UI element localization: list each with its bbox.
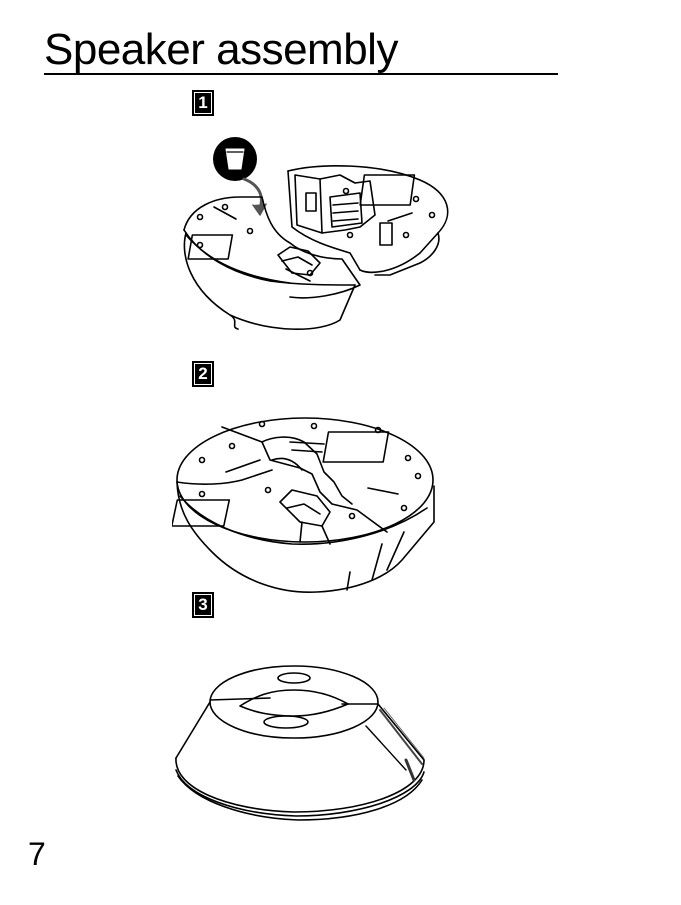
step-3-badge: 3 [192, 592, 214, 618]
title-underline [44, 73, 558, 75]
speaker-assembled-illustration [166, 660, 436, 830]
speaker-base-joined-illustration [172, 412, 442, 602]
step-1-badge: 1 [192, 90, 214, 116]
step-2-number: 2 [195, 364, 211, 384]
speaker-halves-joining-illustration [170, 135, 460, 335]
step-3-number: 3 [195, 595, 211, 615]
adhesive-icon [213, 137, 257, 181]
page-number: 7 [28, 836, 46, 872]
step-2-badge: 2 [192, 361, 214, 387]
page-title: Speaker assembly [44, 26, 398, 74]
step-1-number: 1 [195, 93, 211, 113]
